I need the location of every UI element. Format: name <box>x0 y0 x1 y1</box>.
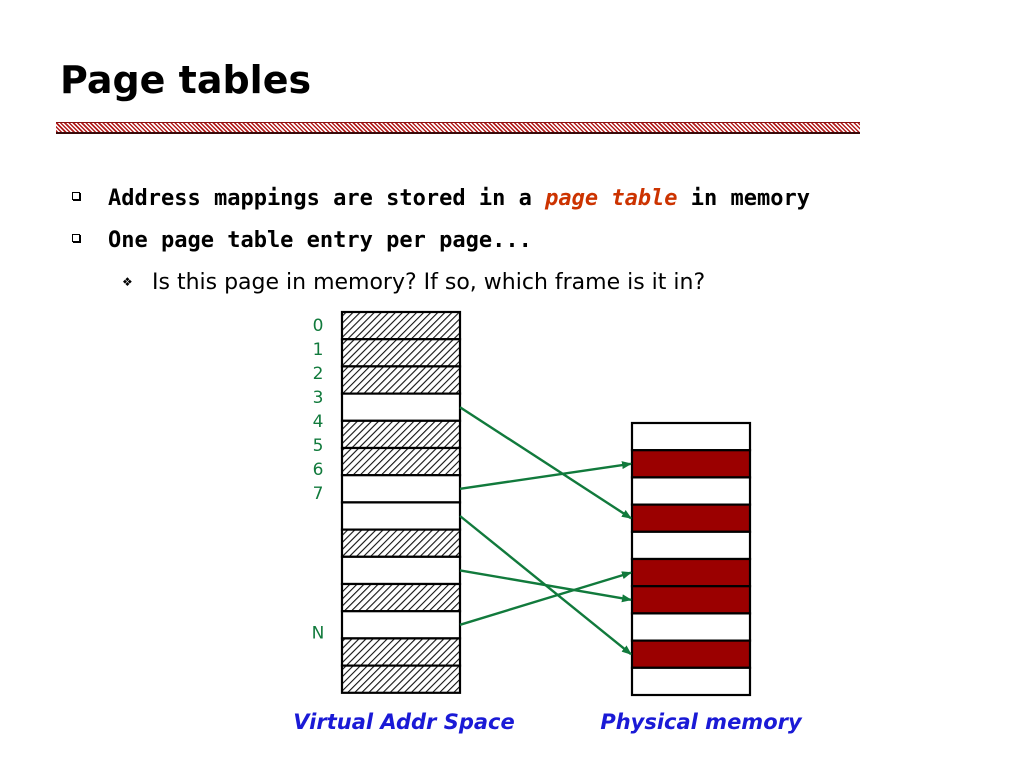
virtual-page-row <box>340 338 462 368</box>
physical-frame-row <box>630 449 752 479</box>
physical-frame-row <box>630 476 752 506</box>
bullet-1-prefix: Address mappings are stored in a <box>108 186 546 211</box>
virtual-page-row <box>340 501 462 531</box>
physical-frame-row <box>630 530 752 561</box>
virtual-page-row <box>340 582 462 613</box>
virtual-page-row <box>340 392 462 422</box>
sub-bullet: ❖ Is this page in memory? If so, which f… <box>122 270 705 295</box>
page-index-label: N <box>312 623 325 643</box>
virtual-page-row <box>340 446 462 477</box>
physical-frame-row <box>630 639 752 669</box>
virtual-page-row <box>340 310 462 341</box>
square-bullet-icon <box>72 234 80 242</box>
physical-frame-row <box>630 557 752 588</box>
page-index-label: 6 <box>313 460 324 480</box>
physical-frame-row <box>630 503 752 533</box>
mapping-arrow <box>459 461 632 490</box>
physical-frame-row <box>630 585 752 615</box>
virtual-page-row <box>340 419 462 450</box>
virtual-address-space <box>340 310 462 694</box>
page-index-label: 7 <box>313 484 324 504</box>
virtual-page-row <box>340 610 462 640</box>
virtual-page-row <box>340 664 462 694</box>
bullet-1: Address mappings are stored in a page ta… <box>72 186 810 211</box>
virtual-page-row <box>340 637 462 667</box>
page-index-labels: 0 1 2 3 4 5 6 7N <box>312 316 325 643</box>
physical-memory-label: Physical memory <box>600 710 803 734</box>
page-index-label: 3 <box>313 388 324 408</box>
bullet-2-text: One page table entry per page... <box>108 228 532 253</box>
physical-frame-row <box>630 612 752 642</box>
mapping-arrow <box>459 569 632 603</box>
square-bullet-icon <box>72 192 80 200</box>
physical-memory <box>630 421 752 697</box>
virtual-page-row <box>340 528 462 558</box>
bullet-2: One page table entry per page... <box>72 228 532 253</box>
page-index-label: 2 <box>313 364 324 384</box>
slide-title: Page tables <box>60 58 312 102</box>
bullet-1-highlight: page table <box>545 186 678 211</box>
bullet-1-suffix: in memory <box>677 186 810 211</box>
title-underline <box>56 122 860 134</box>
virtual-page-row <box>340 474 462 504</box>
sub-bullet-text: Is this page in memory? If so, which fra… <box>152 270 706 295</box>
virtual-space-label: Virtual Addr Space <box>293 710 514 734</box>
mapping-arrow <box>459 571 632 626</box>
mapping-arrows <box>459 406 632 656</box>
bullet-1-text: Address mappings are stored in a page ta… <box>108 186 810 211</box>
mapping-arrow <box>459 406 632 520</box>
virtual-page-row <box>340 555 462 586</box>
page-index-label: 4 <box>313 412 324 432</box>
page-index-label: 5 <box>313 436 324 456</box>
physical-frame-row <box>630 421 752 452</box>
page-index-label: 0 <box>313 316 324 336</box>
page-index-label: 1 <box>313 340 324 360</box>
diamond-bullet-icon: ❖ <box>122 275 133 289</box>
virtual-page-row <box>340 365 462 395</box>
physical-frame-row <box>630 666 752 697</box>
